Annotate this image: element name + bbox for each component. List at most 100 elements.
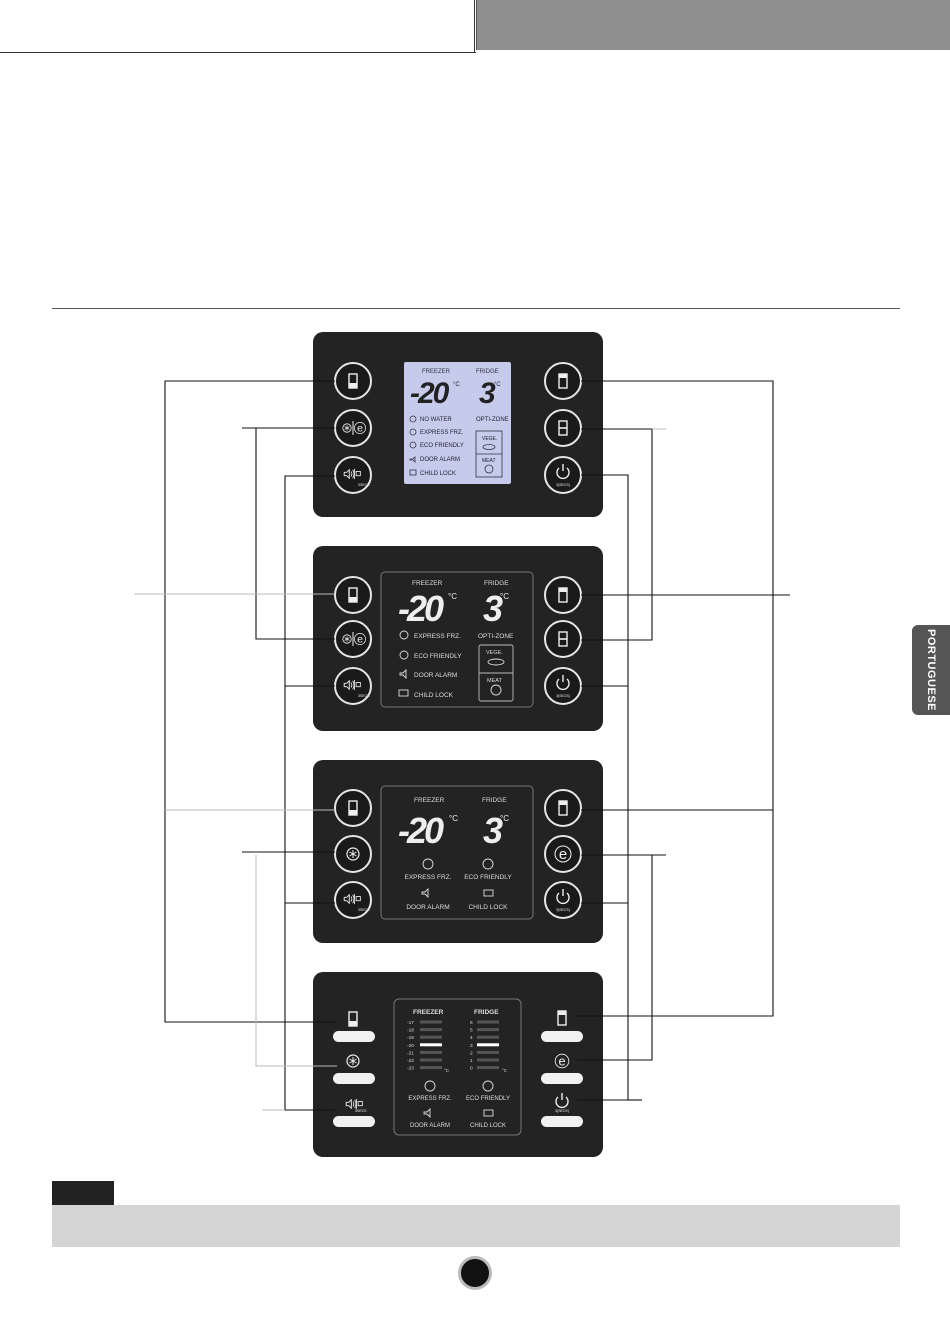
lock-icon: [398, 689, 409, 697]
meat-label: MEAT: [487, 678, 503, 684]
opti-zone-label: OPTI-ZONE: [478, 633, 514, 640]
section-rule: [52, 308, 900, 309]
fridge-scale-bar: [477, 1035, 499, 1039]
no-water-icon: [409, 415, 417, 423]
express-eco-button[interactable]: [334, 620, 372, 658]
indicator-door-alarm: DOOR ALARM: [406, 904, 449, 911]
meat-icon: [484, 464, 494, 474]
freezer-scale-bar: [420, 1035, 442, 1039]
meat-icon: [490, 684, 502, 696]
grey-callout-lines: [134, 428, 666, 1111]
freezer-temp: -20: [398, 810, 444, 851]
lock-caption: 3SECS: [358, 694, 370, 698]
freezer-scale-bar: [420, 1066, 442, 1070]
alarm-lock-button[interactable]: 3SECS: [334, 881, 372, 919]
fridge-label: FRIDGE: [484, 580, 509, 587]
lock-icon: [483, 889, 494, 897]
freezer-temp: -20: [410, 377, 450, 410]
freezer-scale-label: -19: [407, 1035, 414, 1041]
freezer-scale-label: -21: [407, 1050, 414, 1056]
alarm-lock-button[interactable]: 3SECS: [334, 456, 372, 494]
snowflake-icon: [424, 1080, 436, 1092]
indicator-child-lock: CHILD LOCK: [420, 471, 456, 477]
fridge-button[interactable]: [544, 576, 582, 614]
opti-zone-button[interactable]: [544, 409, 582, 447]
speaker-icon: [399, 668, 407, 680]
opti-zone-label: OPTI-ZONE: [476, 417, 509, 423]
led-display: [380, 571, 534, 708]
fridge-scale-bar: [477, 1050, 499, 1054]
fridge-scale-label: 2: [470, 1050, 473, 1056]
opti-zone-button[interactable]: [544, 620, 582, 658]
panel-4: FREEZER FRIDGE -17-18-19-20-21-22-236543…: [313, 972, 603, 1157]
fridge-scale-bar: [477, 1020, 499, 1024]
indicator-eco: ECO FRIENDLY: [466, 1096, 510, 1102]
power-button[interactable]: 3(SECS): [544, 456, 582, 494]
indicator-express: EXPRESS FRZ.: [414, 633, 461, 640]
fridge-scale-bar: [477, 1028, 499, 1032]
indicator-eco: ECO FRIENDLY: [464, 874, 512, 881]
fridge-label: FRIDGE: [474, 1009, 499, 1016]
eco-button[interactable]: [544, 835, 582, 873]
freezer-scale-label: -18: [407, 1028, 414, 1034]
power-caption: 3(SECS): [555, 1109, 569, 1113]
fridge-temp: 3: [483, 810, 503, 851]
snowflake-icon: [422, 858, 434, 870]
snowflake-icon: [399, 630, 409, 640]
indicator-express: EXPRESS FRZ.: [420, 430, 464, 436]
freezer-scale-bar: [420, 1058, 442, 1062]
fridge-temp: 3: [483, 588, 503, 629]
fridge-label: FRIDGE: [476, 369, 499, 375]
express-button[interactable]: [334, 835, 372, 873]
indicator-eco: ECO FRIENDLY: [420, 443, 464, 449]
freezer-button[interactable]: [334, 576, 372, 614]
freezer-scale-label: -22: [407, 1058, 414, 1064]
vege-label: VEGE.: [486, 650, 503, 656]
fridge-button[interactable]: [544, 362, 582, 400]
eco-icon: [482, 858, 494, 870]
speaker-icon: [409, 456, 416, 463]
fridge-label: FRIDGE: [482, 797, 507, 804]
freezer-button[interactable]: [333, 1031, 375, 1042]
fridge-unit: °C: [494, 382, 501, 388]
fridge-button[interactable]: [541, 1031, 583, 1042]
freezer-button[interactable]: [334, 789, 372, 827]
freezer-button[interactable]: [334, 362, 372, 400]
speaker-icon: [423, 1107, 431, 1119]
fridge-button[interactable]: [544, 789, 582, 827]
freezer-scale-label: -17: [407, 1020, 414, 1026]
freezer-scale-bar: [420, 1028, 442, 1032]
fridge-scale-label: 4: [470, 1035, 473, 1041]
fridge-scale-bar: [477, 1066, 499, 1070]
callout-lines: [164, 380, 790, 1111]
panel-1: FREEZER FRIDGE -20 °C 3 °C NO WATER EXPR…: [313, 332, 603, 517]
eco-icon: [482, 1080, 494, 1092]
power-button[interactable]: [541, 1116, 583, 1127]
alarm-lock-button[interactable]: 3SECS: [334, 667, 372, 705]
fridge-scale-label: 0: [470, 1066, 473, 1072]
indicator-eco: ECO FRIENDLY: [414, 653, 462, 660]
eco-icon: [409, 441, 417, 449]
power-caption: 3(SECS): [556, 483, 570, 487]
lock-caption: 3SECS: [355, 1109, 367, 1113]
express-button[interactable]: [333, 1073, 375, 1084]
power-button[interactable]: 3(SECS): [544, 881, 582, 919]
express-eco-button[interactable]: [334, 409, 372, 447]
fridge-unit: °C: [500, 814, 509, 823]
panel-3: FREEZER FRIDGE -20 °C 3 °C EXPRESS FRZ. …: [313, 760, 603, 943]
lock-icon: [483, 1109, 494, 1117]
fridge-scale-label: 6: [470, 1020, 473, 1026]
indicator-child-lock: CHILD LOCK: [468, 904, 508, 911]
eco-button[interactable]: [541, 1073, 583, 1084]
indicator-child-lock: CHILD LOCK: [414, 692, 454, 699]
note-tag: [52, 1181, 114, 1205]
language-tab: PORTUGUESE: [912, 625, 950, 715]
speaker-icon: [421, 887, 429, 899]
fridge-temp: 3: [479, 377, 496, 410]
freezer-temp: -20: [398, 588, 444, 629]
alarm-lock-button[interactable]: [333, 1116, 375, 1127]
freezer-scale-label: -20: [407, 1043, 414, 1049]
power-button[interactable]: 3(SECS): [544, 667, 582, 705]
